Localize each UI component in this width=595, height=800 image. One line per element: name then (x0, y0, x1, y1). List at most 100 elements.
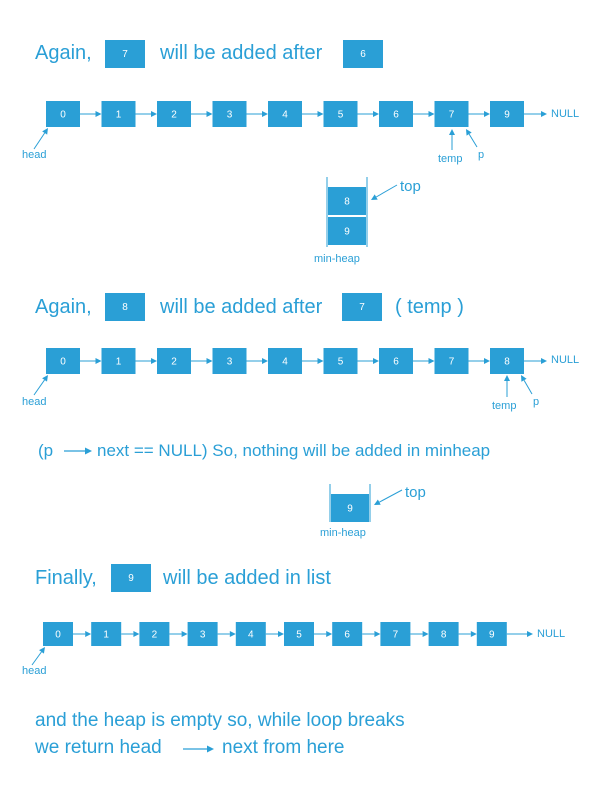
section1-list-node: 0 (46, 101, 80, 127)
section2-list-next-arrow (413, 358, 435, 364)
section3-list-next-arrow (73, 631, 92, 637)
section1-top-arrow (371, 184, 398, 200)
section1-heading-middle: will be added after (160, 42, 323, 64)
section2-new-value-chip: 8 (105, 293, 145, 321)
section2-heading-prefix: Again, (35, 296, 92, 318)
section1-temp-label: temp (438, 153, 463, 165)
footer-line2-start: we return head (35, 737, 162, 758)
svg-text:2: 2 (152, 630, 158, 641)
section1-list-next-arrow (302, 111, 324, 117)
section2-list-next-arrow (80, 358, 102, 364)
section1-list-next-arrow (413, 111, 435, 117)
section2-list-node: 8 (490, 348, 524, 374)
section1-list-node: 7 (434, 101, 469, 127)
section1-list-next-arrow (191, 111, 213, 117)
svg-text:9: 9 (344, 227, 350, 238)
section3-list-node: 0 (43, 622, 73, 646)
section2-top-arrow (374, 489, 403, 505)
section1-temp-arrow (449, 129, 455, 150)
section3-list-next-arrow (506, 631, 533, 637)
footer-line1: and the heap is empty so, while loop bre… (35, 710, 405, 731)
section3-list-node: 5 (284, 622, 314, 646)
svg-text:5: 5 (338, 357, 344, 368)
section1-new-value-chip: 7 (105, 40, 145, 68)
section2-list-node: 2 (157, 348, 191, 374)
section2-list-node: 3 (212, 348, 247, 374)
svg-text:2: 2 (171, 110, 177, 121)
svg-text:6: 6 (393, 357, 399, 368)
section3-list-node: 3 (187, 622, 218, 646)
section1-heap-label: min-heap (314, 253, 360, 265)
svg-text:6: 6 (344, 630, 350, 641)
section2-list-next-arrow (524, 358, 547, 364)
section1-list-next-arrow (80, 111, 102, 117)
section1-heap-item: 8 (328, 187, 366, 215)
section2-heading-middle: will be added after (160, 296, 323, 318)
svg-text:8: 8 (344, 197, 350, 208)
section1-list-node: 4 (268, 101, 302, 127)
section3-heading-prefix: Finally, (35, 567, 97, 589)
svg-text:7: 7 (393, 630, 399, 641)
svg-text:5: 5 (296, 630, 302, 641)
section1-head-arrow (33, 128, 48, 150)
section1-after-value-chip: 6 (343, 40, 383, 68)
section2-temp-label: temp (492, 400, 517, 412)
svg-text:9: 9 (347, 504, 353, 515)
section3-list-node: 6 (332, 622, 363, 646)
section2-temp-arrow (504, 375, 510, 397)
svg-text:7: 7 (449, 110, 455, 121)
section3-list-next-arrow (265, 631, 284, 637)
section2-list-next-arrow (135, 358, 157, 364)
section2-list-next-arrow (246, 358, 268, 364)
section1-list-node: 2 (157, 101, 191, 127)
section1-list-node: 5 (323, 101, 358, 127)
section3-head-label: head (22, 665, 47, 677)
section1-list-next-arrow (135, 111, 157, 117)
section1-list-node: 1 (101, 101, 136, 127)
svg-text:8: 8 (441, 630, 447, 641)
svg-text:7: 7 (449, 357, 455, 368)
svg-text:9: 9 (489, 630, 495, 641)
svg-text:6: 6 (393, 110, 399, 121)
section1-list-node: 3 (212, 101, 247, 127)
svg-text:3: 3 (227, 357, 233, 368)
section2-head-arrow (33, 375, 48, 396)
svg-text:8: 8 (504, 357, 510, 368)
section1-head-label: head (22, 149, 47, 161)
section3-null-label: NULL (537, 628, 566, 640)
section3-head-arrow (31, 647, 45, 666)
section2-list-next-arrow (357, 358, 379, 364)
section3-list-node: 4 (235, 622, 266, 646)
section3-list-next-arrow (169, 631, 188, 637)
section1-heading-prefix: Again, (35, 42, 92, 64)
section1-list-node: 9 (490, 101, 524, 127)
svg-text:0: 0 (60, 357, 66, 368)
svg-text:3: 3 (227, 110, 233, 121)
section3-list-node: 8 (428, 622, 459, 646)
section3-list-node: 1 (91, 622, 122, 646)
section2-list-node: 6 (379, 348, 413, 374)
section2-list-node: 0 (46, 348, 80, 374)
svg-text:9: 9 (504, 110, 510, 121)
section3-list-node: 7 (380, 622, 411, 646)
section3-list-node: 2 (139, 622, 170, 646)
section3-list-next-arrow (458, 631, 477, 637)
section1-top-label: top (400, 178, 421, 195)
section2-after-value-chip: 7 (342, 293, 382, 321)
section1-null-label: NULL (551, 108, 580, 120)
section2-top-label: top (405, 484, 426, 501)
section1-p-label: p (478, 149, 485, 161)
section2-list-node: 4 (268, 348, 302, 374)
section2-p-arrow (521, 375, 533, 395)
section1-list-next-arrow (246, 111, 268, 117)
section1-p-arrow (466, 129, 478, 148)
section2-list-node: 5 (323, 348, 358, 374)
svg-text:0: 0 (55, 630, 61, 641)
section2-heap-label: min-heap (320, 527, 366, 539)
section2-condition-open: (p (38, 441, 54, 460)
svg-text:1: 1 (116, 110, 122, 121)
section2-heading-suffix: ( temp ) (395, 296, 464, 318)
